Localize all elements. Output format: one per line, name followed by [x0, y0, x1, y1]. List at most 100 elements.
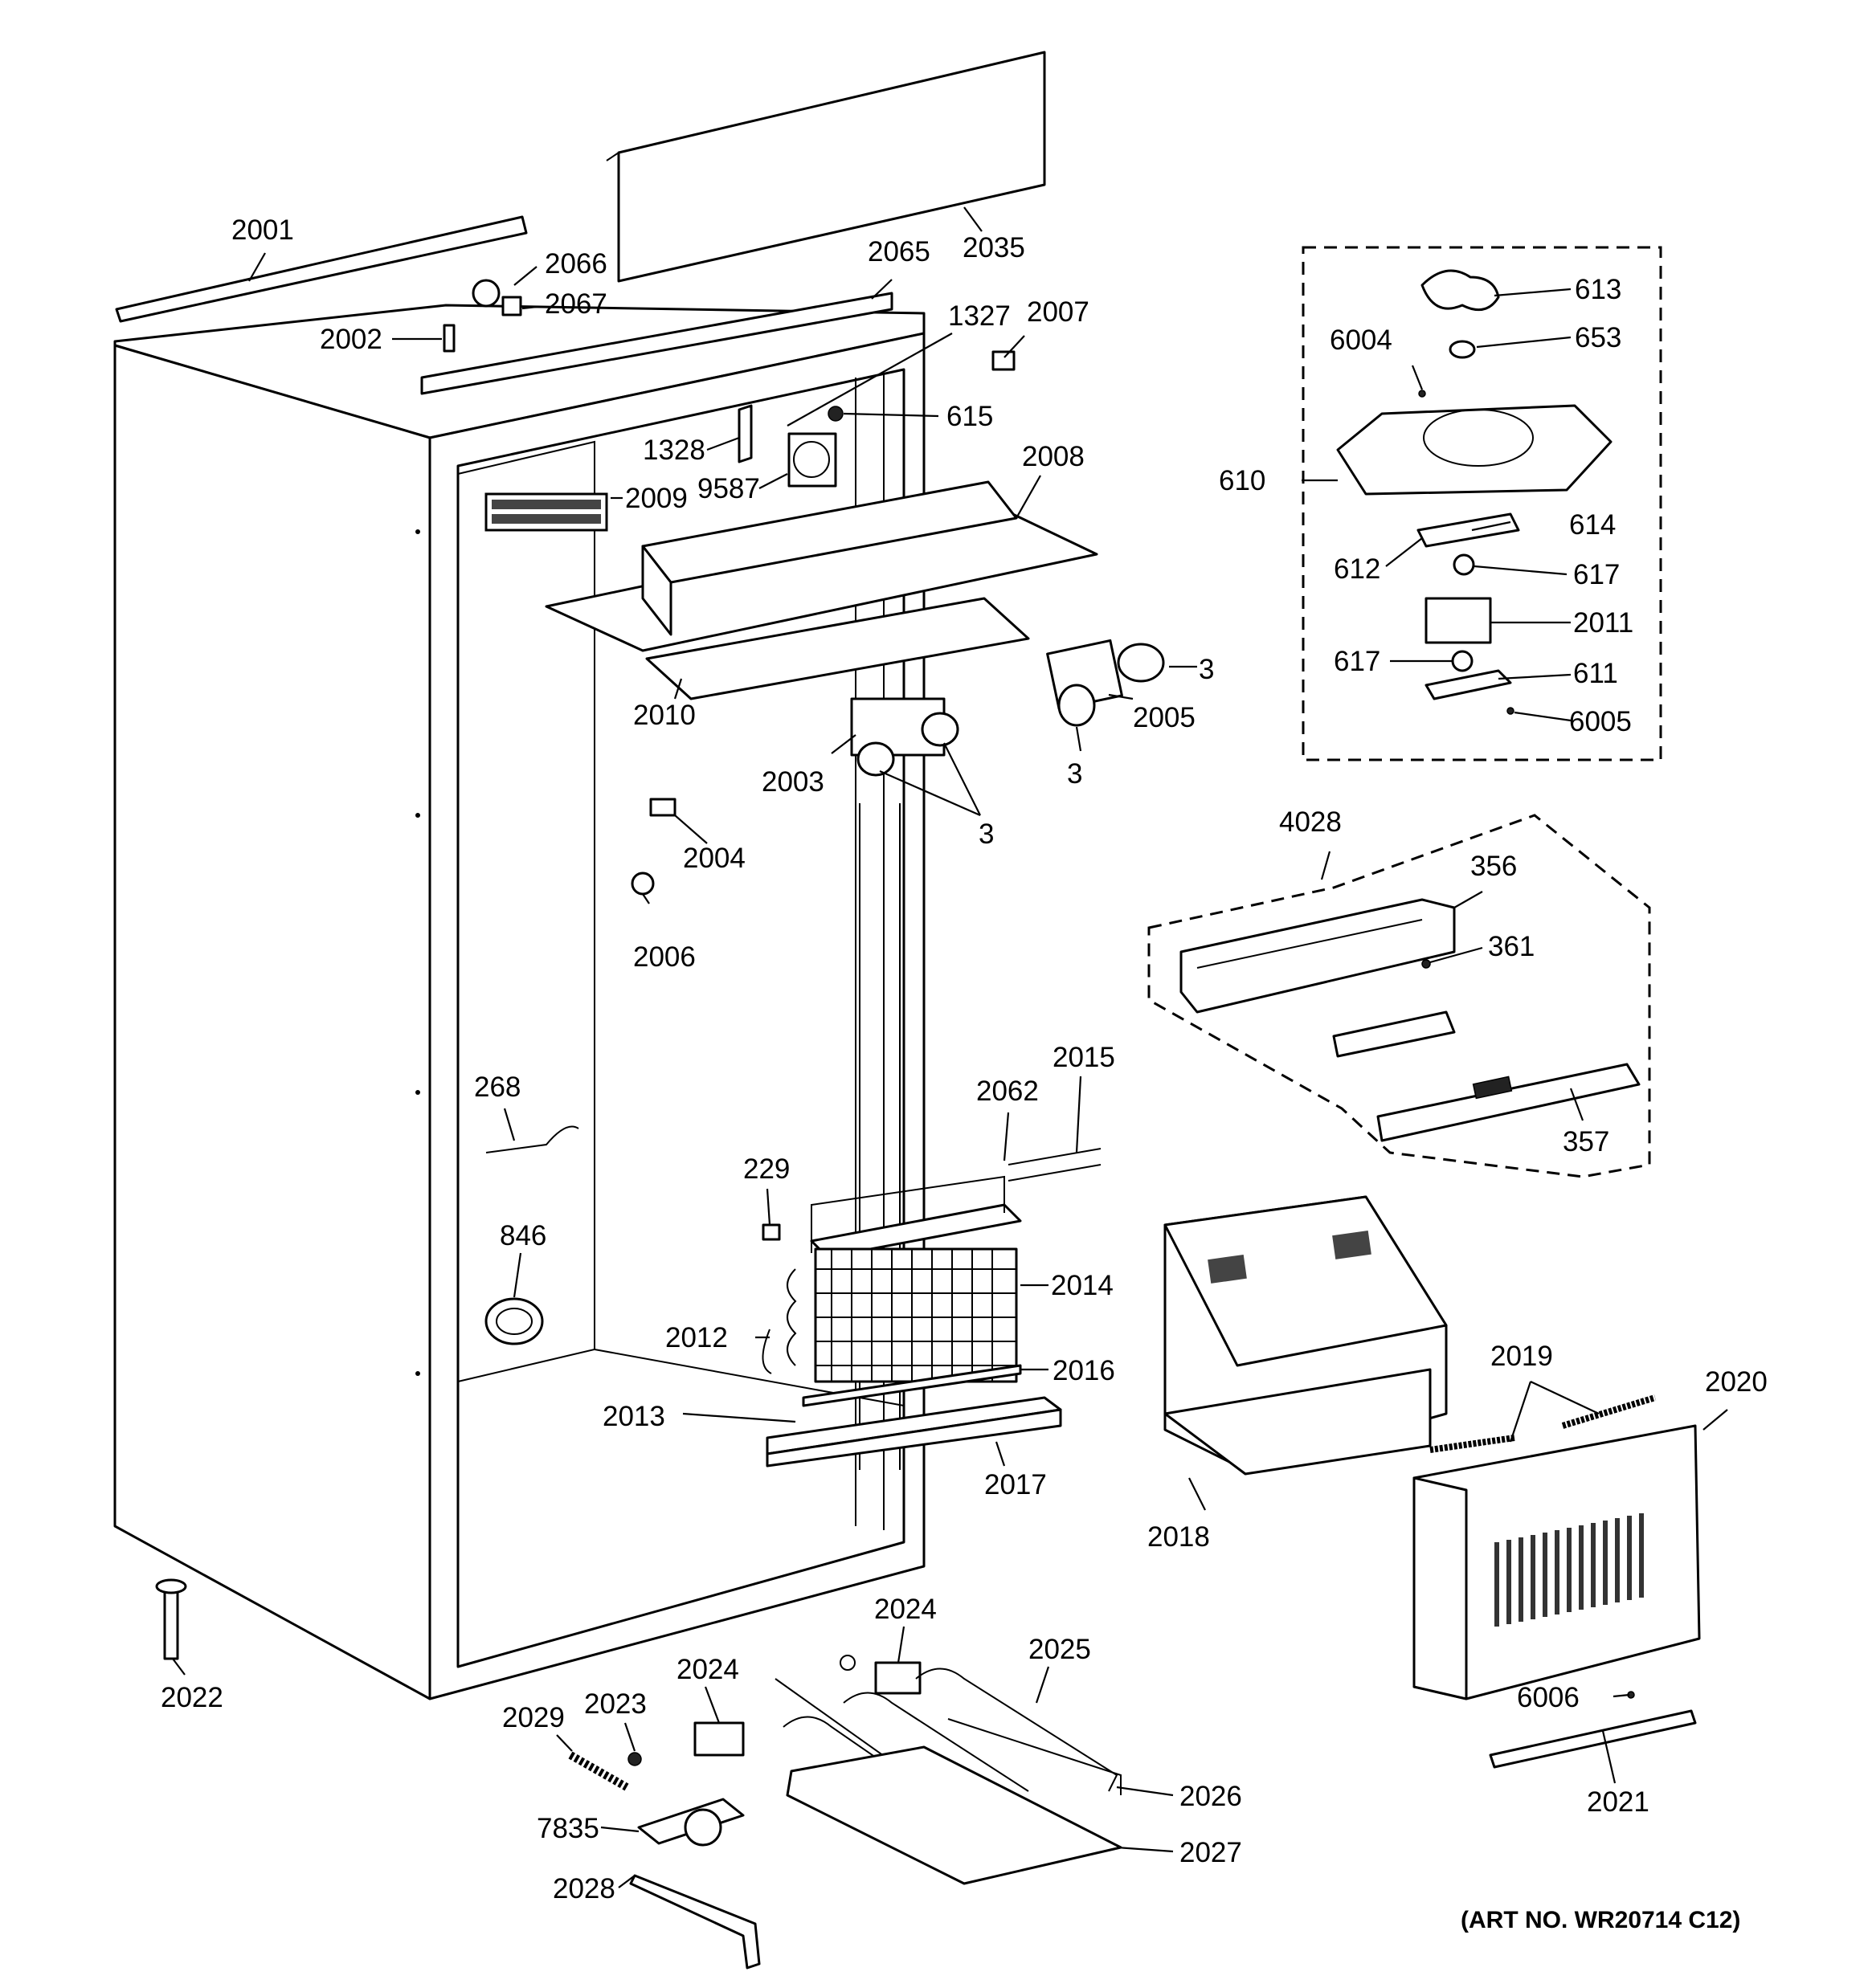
label-2010: 2010	[633, 700, 696, 731]
label-2008: 2008	[1022, 441, 1085, 472]
panel-357	[1376, 1063, 1641, 1142]
label-612: 612	[1334, 553, 1380, 585]
grille-cover-2020	[1412, 1424, 1701, 1700]
label-2028: 2028	[553, 1873, 615, 1904]
label-2012: 2012	[665, 1322, 728, 1353]
bracket-2067	[501, 296, 522, 316]
cover-2018	[1163, 1195, 1448, 1476]
lamp-socket-2005	[1046, 639, 1165, 727]
label-846: 846	[500, 1220, 546, 1251]
part-2006	[631, 872, 655, 896]
screw-6004	[1418, 390, 1426, 398]
label-2027: 2027	[1179, 1837, 1242, 1868]
label-2004: 2004	[683, 843, 746, 874]
label-2006: 2006	[633, 941, 696, 973]
label-361: 361	[1488, 931, 1535, 962]
label-3-c: 3	[979, 818, 994, 850]
plate-2010	[645, 597, 1030, 700]
part-615	[828, 406, 844, 422]
label-617-bottom: 617	[1334, 646, 1380, 677]
bracket-2024-right	[874, 1661, 922, 1695]
label-614: 614	[1569, 509, 1616, 541]
label-615: 615	[946, 401, 993, 432]
label-2016: 2016	[1053, 1355, 1115, 1386]
fan-shroud	[1336, 404, 1613, 496]
bracket-1328	[738, 404, 753, 463]
label-2007: 2007	[1027, 296, 1089, 328]
art-number: (ART NO. WR20714 C12)	[1461, 1907, 1740, 1933]
label-2005: 2005	[1133, 702, 1196, 733]
label-610: 610	[1219, 465, 1265, 496]
label-2023: 2023	[584, 1688, 647, 1720]
fan-blade-613	[1420, 269, 1500, 312]
vent-slots	[492, 500, 601, 524]
screw-6005	[1506, 707, 1514, 715]
strip-2021	[1489, 1709, 1697, 1769]
label-2019: 2019	[1490, 1341, 1553, 1372]
label-3-a: 3	[1199, 654, 1214, 685]
label-2001: 2001	[231, 214, 294, 246]
grommet-617-bottom	[1451, 650, 1474, 672]
part-2002	[443, 324, 456, 353]
evaporator-2014	[787, 1175, 1022, 1383]
screw-361	[1421, 959, 1431, 969]
label-2024-left: 2024	[676, 1654, 739, 1685]
control-board	[1332, 1010, 1456, 1058]
drain-pan-2027	[786, 1745, 1122, 1885]
label-6005: 6005	[1569, 706, 1632, 737]
control-assembly-box	[1147, 814, 1651, 1178]
label-2066: 2066	[545, 248, 607, 280]
label-613: 613	[1575, 274, 1621, 305]
label-2062: 2062	[976, 1076, 1039, 1107]
housing-356	[1179, 898, 1456, 1014]
label-6006: 6006	[1517, 1682, 1580, 1713]
vent-2009	[484, 492, 608, 532]
lamp-socket-2003	[850, 697, 959, 777]
clip-229	[762, 1223, 781, 1241]
tube-2012	[762, 1329, 772, 1374]
label-617-top: 617	[1573, 559, 1620, 590]
label-229: 229	[743, 1153, 790, 1185]
label-2020: 2020	[1705, 1366, 1768, 1398]
strip-2019-a	[1429, 1435, 1515, 1453]
part-2004	[649, 798, 676, 817]
label-2026: 2026	[1179, 1781, 1242, 1812]
label-6004: 6004	[1330, 325, 1392, 356]
label-1328: 1328	[643, 435, 705, 466]
roller-2066	[472, 279, 501, 308]
bracket-611	[1425, 669, 1512, 700]
label-2015: 2015	[1053, 1042, 1115, 1073]
label-2021: 2021	[1587, 1786, 1649, 1818]
label-2003: 2003	[762, 766, 824, 798]
motor-2011	[1425, 597, 1492, 644]
label-2018: 2018	[1147, 1521, 1210, 1553]
arm-2028	[629, 1874, 761, 1970]
label-2009: 2009	[625, 483, 688, 514]
leveler-2022	[163, 1585, 179, 1660]
label-3-b: 3	[1067, 758, 1082, 790]
label-1327: 1327	[948, 300, 1011, 332]
label-2022: 2022	[161, 1682, 223, 1713]
switch-2007	[991, 350, 1016, 371]
leader-lines	[172, 206, 1728, 1888]
top-bracket	[420, 292, 893, 395]
strip-2019-b	[1561, 1394, 1657, 1429]
label-2013: 2013	[603, 1401, 665, 1432]
part-2023	[627, 1752, 642, 1766]
label-2067: 2067	[545, 288, 607, 320]
spring-2029	[568, 1751, 629, 1791]
label-2014: 2014	[1051, 1270, 1114, 1301]
grommet-653	[1449, 340, 1476, 359]
label-356: 356	[1470, 851, 1517, 882]
label-2025: 2025	[1028, 1634, 1091, 1665]
label-2065: 2065	[868, 236, 930, 267]
label-268: 268	[474, 1072, 521, 1103]
rail-2016	[802, 1364, 1022, 1407]
hook-268	[485, 1125, 579, 1153]
label-2002: 2002	[320, 324, 382, 355]
label-357: 357	[1563, 1126, 1609, 1157]
grille-846	[484, 1297, 544, 1345]
label-653: 653	[1575, 322, 1621, 353]
label-611: 611	[1573, 658, 1618, 689]
